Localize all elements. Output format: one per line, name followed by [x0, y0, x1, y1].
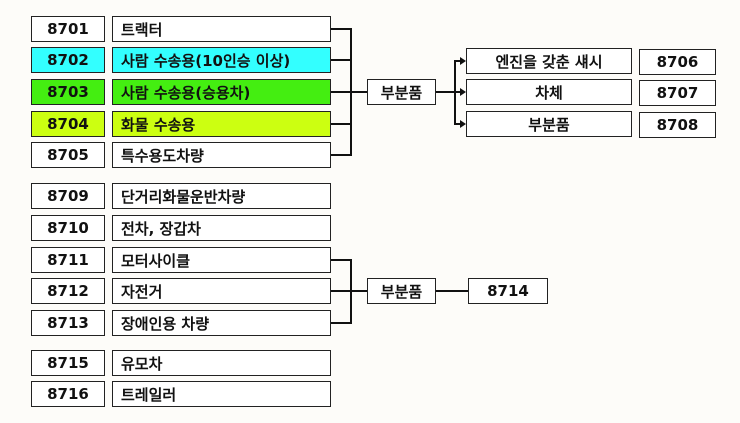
label-8715: 유모차 — [112, 350, 331, 376]
bracket-vertical — [350, 259, 352, 324]
code-8716: 8716 — [31, 381, 105, 407]
connector-line — [436, 290, 468, 292]
child-code-8707: 8707 — [639, 80, 716, 106]
bracket-line — [331, 91, 352, 93]
parts-box-group2: 부분품 — [367, 278, 436, 304]
code-8712: 8712 — [31, 278, 105, 304]
label-8711: 모터사이클 — [112, 247, 331, 273]
child-label-8706: 엔진을 갖춘 섀시 — [466, 48, 632, 74]
bracket-line — [331, 322, 352, 324]
label-8712: 자전거 — [112, 278, 331, 304]
bracket-line — [331, 259, 352, 261]
code-8714: 8714 — [468, 278, 548, 304]
label-8701: 트랙터 — [112, 16, 331, 42]
bracket-line — [331, 28, 352, 30]
label-8710: 전차, 장갑차 — [112, 215, 331, 241]
code-8704: 8704 — [31, 111, 105, 137]
arrow-icon — [460, 88, 466, 96]
code-8711: 8711 — [31, 247, 105, 273]
bracket-line — [331, 59, 352, 61]
label-8713: 장애인용 차량 — [112, 310, 331, 336]
code-8709: 8709 — [31, 183, 105, 209]
connector-line — [352, 91, 367, 93]
child-label-8707: 차체 — [466, 79, 632, 105]
code-8710: 8710 — [31, 215, 105, 241]
bracket-line — [331, 123, 352, 125]
fork-vertical — [454, 60, 456, 125]
label-8703: 사람 수송용(승용차) — [112, 79, 331, 105]
connector-line — [352, 290, 367, 292]
child-label-8708: 부분품 — [466, 111, 632, 137]
label-8704: 화물 수송용 — [112, 111, 331, 137]
code-8713: 8713 — [31, 310, 105, 336]
parts-box-group1: 부분품 — [367, 79, 436, 105]
bracket-line — [331, 290, 352, 292]
bracket-vertical — [350, 28, 352, 156]
connector-line — [436, 91, 456, 93]
arrow-icon — [460, 57, 466, 65]
code-8702: 8702 — [31, 47, 105, 73]
bracket-line — [331, 154, 352, 156]
label-8702: 사람 수송용(10인승 이상) — [112, 47, 331, 73]
arrow-icon — [460, 120, 466, 128]
child-code-8708: 8708 — [639, 112, 716, 138]
label-8716: 트레일러 — [112, 381, 331, 407]
code-8701: 8701 — [31, 16, 105, 42]
code-8703: 8703 — [31, 79, 105, 105]
child-code-8706: 8706 — [639, 49, 716, 75]
code-8715: 8715 — [31, 350, 105, 376]
code-8705: 8705 — [31, 142, 105, 168]
label-8709: 단거리화물운반차량 — [112, 183, 331, 209]
label-8705: 특수용도차량 — [112, 142, 331, 168]
